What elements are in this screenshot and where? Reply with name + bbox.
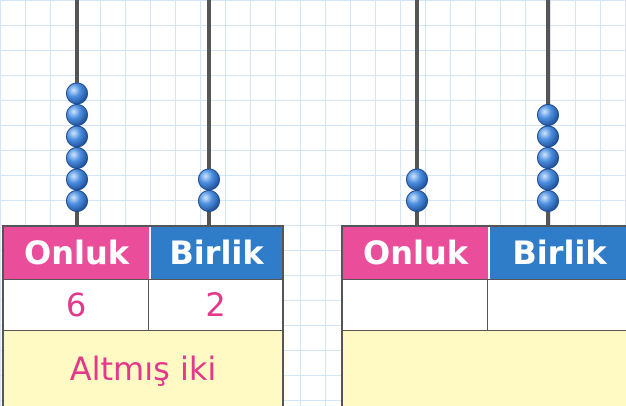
value-row <box>343 279 626 331</box>
value-row: 6 2 <box>4 279 282 331</box>
right-onluk-bead <box>406 190 428 212</box>
words-row <box>343 331 626 406</box>
birlik-header: Birlik <box>149 227 282 279</box>
left-onluk-bead <box>66 168 88 191</box>
place-value-table-left: Onluk Birlik 6 2 Altmış iki <box>2 225 284 406</box>
number-in-words-input[interactable] <box>343 331 626 406</box>
words-row: Altmış iki <box>4 331 282 406</box>
left-onluk-bead <box>66 125 88 148</box>
birlik-header: Birlik <box>488 227 626 279</box>
right-birlik-bead <box>537 125 559 148</box>
left-birlik-bead <box>198 190 220 212</box>
right-birlik-bead <box>537 147 559 169</box>
header-row: Onluk Birlik <box>4 227 282 279</box>
birlik-value: 2 <box>205 286 226 324</box>
onluk-header: Onluk <box>343 227 488 279</box>
left-onluk-bead <box>66 82 88 105</box>
left-onluk-bead <box>66 147 88 169</box>
right-birlik-bead <box>537 104 559 126</box>
header-row: Onluk Birlik <box>343 227 626 279</box>
right-birlik-bead <box>537 168 559 191</box>
onluk-header: Onluk <box>4 227 149 279</box>
right-birlik-bead <box>537 190 559 212</box>
left-birlik-bead <box>198 168 220 191</box>
birlik-value-input[interactable] <box>488 280 626 330</box>
number-in-words: Altmış iki <box>69 349 217 388</box>
place-value-table-right: Onluk Birlik <box>341 225 626 406</box>
left-onluk-bead <box>66 104 88 126</box>
right-onluk-bead <box>406 168 428 191</box>
left-onluk-bead <box>66 190 88 212</box>
onluk-value: 6 <box>4 280 149 330</box>
onluk-value-input[interactable] <box>343 280 488 330</box>
